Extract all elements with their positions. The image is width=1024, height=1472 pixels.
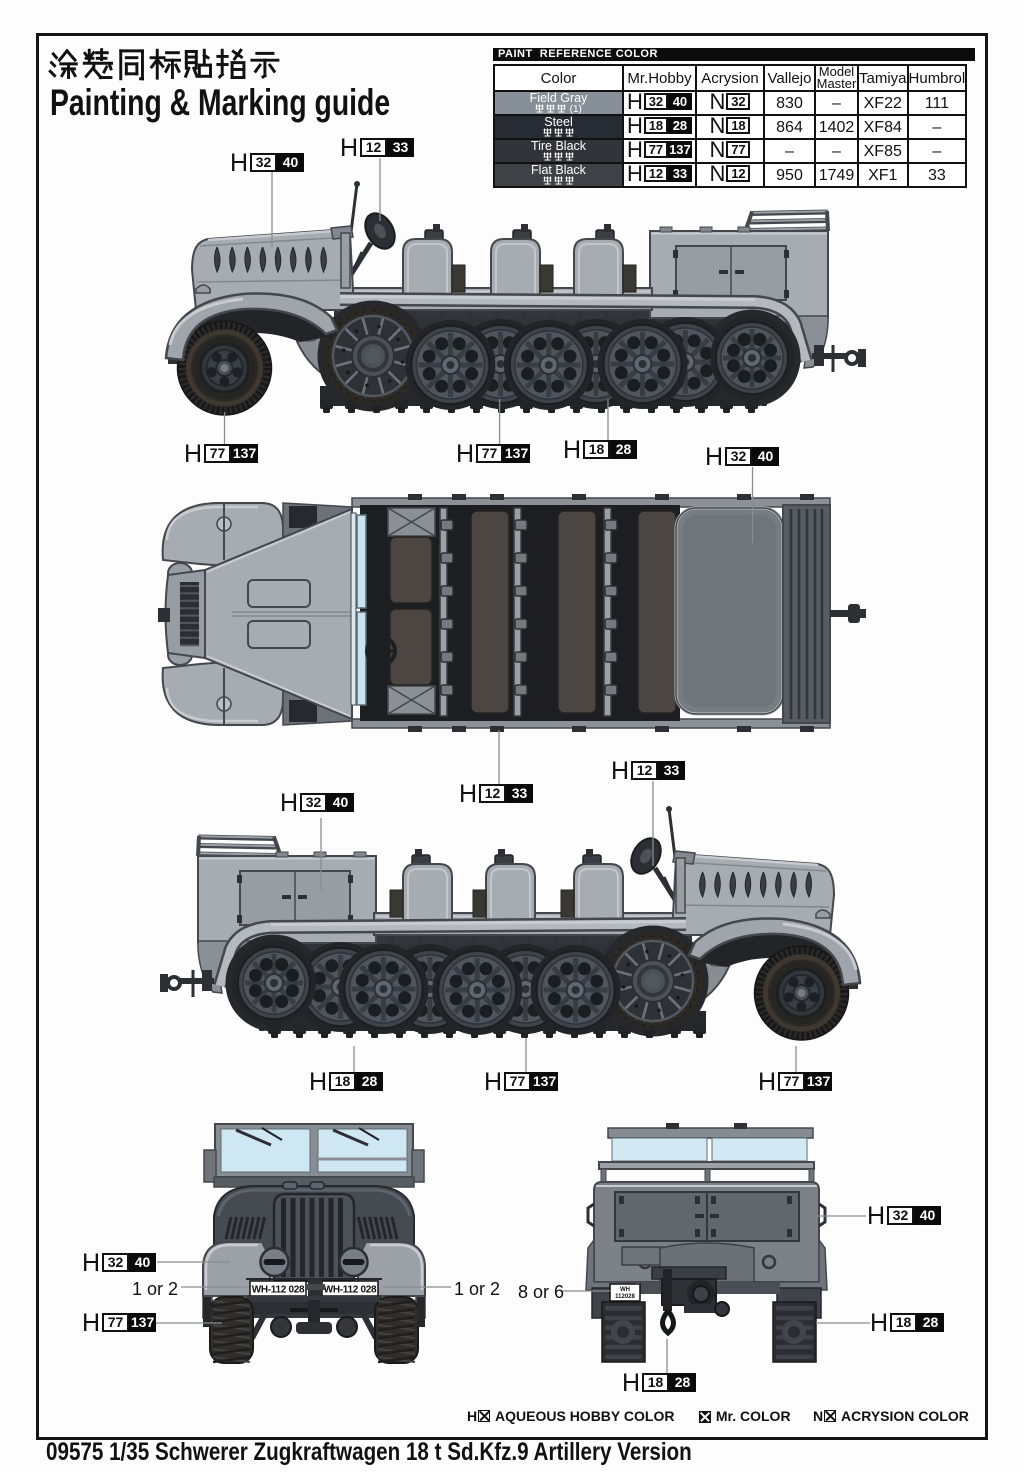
svg-text:WH-112 028: WH-112 028 bbox=[324, 1285, 377, 1296]
svg-text:112028: 112028 bbox=[615, 1294, 635, 1300]
svg-text:WH-112 028: WH-112 028 bbox=[252, 1285, 305, 1296]
svg-text:WH: WH bbox=[620, 1287, 630, 1293]
